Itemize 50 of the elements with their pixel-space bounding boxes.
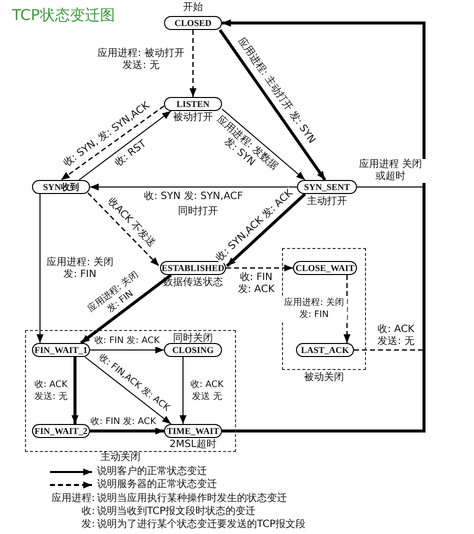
arrow — [36, 194, 44, 344]
state-box: CLOSED — [164, 16, 222, 30]
arrow — [222, 20, 426, 432]
edge-label: 收: FIN 发: ACK — [93, 335, 161, 347]
arrow — [78, 110, 172, 180]
state-box: SYN收到 — [32, 180, 90, 194]
arrow — [88, 192, 160, 266]
state-box: ESTABLISHED — [160, 261, 226, 275]
edge-label: 收: FIN 发: ACK — [90, 416, 157, 428]
arrow — [180, 356, 186, 424]
state-caption: 同时关闭 — [173, 333, 213, 345]
key-term: 发: — [82, 519, 95, 531]
state-box: CLOSE_WAIT — [293, 261, 357, 275]
arrow — [60, 105, 164, 181]
arrow — [226, 192, 306, 268]
state-box: FIN_WAIT_1 — [32, 343, 90, 357]
diagram-title: TCP状态变迁图 — [12, 6, 115, 24]
arrow — [226, 264, 293, 272]
key-description: 说明当应用执行某种操作时发生的状态变迁 — [97, 493, 287, 505]
key-description: 说明为了进行某个状态变迁要发送的TCP报文段 — [97, 519, 306, 531]
legend-text: 说明服务器的正常状态变迁 — [97, 479, 217, 491]
state-caption: 主动打开 — [307, 196, 347, 208]
arrow — [90, 184, 298, 190]
group-caption: 主动关闭 — [100, 452, 140, 464]
key-term: 收: — [82, 506, 95, 518]
arrow — [222, 108, 306, 180]
edge-label: 收: SYN 发: SYN,ACF — [143, 191, 244, 203]
legend-text: 说明客户的正常状态变迁 — [97, 466, 207, 478]
state-box: SYN_SENT — [297, 180, 357, 194]
state-box: CLOSING — [164, 343, 222, 357]
state-box: FIN_WAIT_2 — [32, 424, 90, 438]
arrow — [80, 274, 172, 344]
state-box: TIME_WAIT — [164, 424, 222, 438]
state-caption: 数据传送状态 — [163, 277, 223, 289]
key-description: 说明当收到TCP报文段时状态的变迁 — [97, 506, 256, 518]
state-caption: 开始 — [183, 2, 203, 14]
state-box: LISTEN — [164, 97, 222, 111]
arrow — [72, 357, 78, 424]
arrow — [344, 275, 350, 343]
state-box: LAST_ACK — [296, 343, 354, 357]
edge-label: 应用进程: 被动打开发送: 无 — [94, 48, 188, 72]
arrow — [90, 346, 164, 354]
arrow — [190, 30, 196, 97]
state-caption: 2MSL超时 — [170, 439, 216, 451]
arrow — [84, 356, 172, 424]
edge-label: 应用进程: 关闭发: FIN — [281, 297, 347, 321]
arrow — [90, 428, 164, 434]
key-term: 应用进程: — [52, 493, 95, 505]
group-caption: 被动关闭 — [304, 372, 344, 384]
arrow — [218, 29, 326, 181]
